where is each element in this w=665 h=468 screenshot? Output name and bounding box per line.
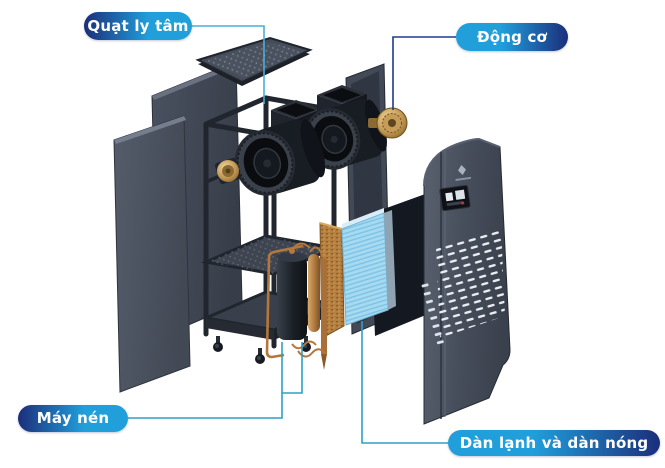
label-compressor-text: Máy nén — [36, 409, 110, 427]
label-cold-hot-coils-text: Dàn lạnh và dàn nóng — [459, 433, 649, 452]
compressor-body — [277, 256, 307, 340]
display-screen — [439, 184, 471, 212]
label-centrifugal-fan: Quạt ly tâm — [84, 12, 192, 40]
capillary-tube — [321, 258, 327, 356]
centrifugal-fan-front — [234, 119, 326, 196]
side-panel-front-left — [113, 115, 191, 393]
leader-lines — [128, 25, 456, 444]
label-cold-hot-coils: Dàn lạnh và dàn nóng — [448, 430, 660, 456]
leader-line-fan — [192, 25, 265, 104]
label-motor-text: Động cơ — [476, 27, 548, 46]
leader-line-motor — [392, 36, 456, 110]
shaft-bearing — [215, 158, 241, 184]
leader-line-compressor — [128, 342, 303, 419]
accumulator — [308, 254, 320, 332]
side-vent-slots — [421, 283, 444, 345]
heat-exchanger — [319, 193, 433, 339]
label-motor: Động cơ — [456, 23, 568, 51]
label-centrifugal-fan-text: Quạt ly tâm — [87, 16, 189, 35]
coil-fins — [341, 212, 389, 326]
caster-wheels — [213, 336, 311, 364]
label-compressor: Máy nén — [18, 405, 128, 432]
front-panel — [421, 137, 511, 425]
motor — [368, 107, 408, 139]
compressor-assembly — [265, 242, 327, 370]
vent-grille — [436, 227, 505, 338]
brand-logo — [455, 165, 472, 181]
top-grille — [195, 36, 313, 86]
leader-line-coils — [361, 321, 448, 444]
